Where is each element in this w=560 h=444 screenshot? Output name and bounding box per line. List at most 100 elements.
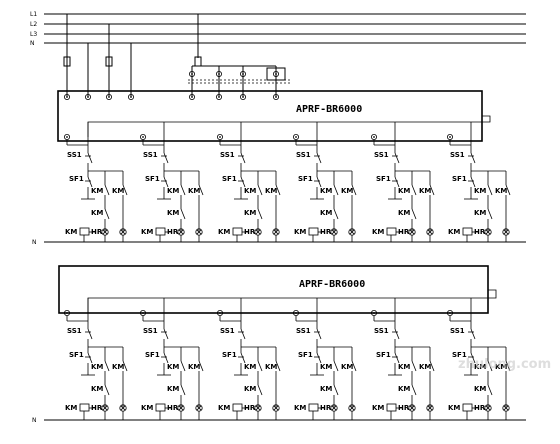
contact-label-3: KM	[398, 209, 410, 217]
contact-label-2: KM	[188, 187, 200, 195]
terminal-dot	[130, 96, 132, 98]
coil-label: KM	[372, 228, 384, 236]
terminal-dot	[373, 136, 375, 138]
contact-blade-1	[257, 184, 263, 196]
lamp-cross-b	[409, 229, 415, 235]
fuse-blade	[87, 176, 93, 188]
lamp-cross-b	[503, 229, 509, 235]
contact-blade-2	[429, 184, 435, 196]
contact-label-2: KM	[188, 363, 200, 371]
lamp-cross-b	[427, 405, 433, 411]
terminal-dot	[142, 312, 144, 314]
terminal-icon	[216, 309, 223, 316]
contact-blade-2	[505, 184, 511, 196]
terminal-dot	[66, 136, 68, 138]
fuse-blade	[470, 352, 476, 364]
fuse-blade	[240, 176, 246, 188]
switch-blade	[163, 152, 169, 164]
coil-icon	[308, 227, 319, 236]
neutral-label-lower: N	[32, 417, 37, 424]
lamp-cross-b	[102, 229, 108, 235]
terminal-icon	[64, 309, 71, 316]
coil-label: KM	[448, 228, 460, 236]
switch-blade	[87, 328, 93, 340]
lamp-label: HR	[474, 404, 486, 412]
contact-label-1: KM	[244, 363, 256, 371]
lamp-cross-b	[255, 405, 261, 411]
coil-icon	[79, 227, 90, 236]
lamp-cross-b	[503, 405, 509, 411]
fuse-label: SF1	[222, 175, 237, 183]
lamp-cross-b	[485, 405, 491, 411]
lamp-label: HR	[398, 228, 410, 236]
controller-box-upper	[57, 90, 483, 142]
terminal-dot	[275, 96, 277, 98]
lamp-cross-b	[120, 229, 126, 235]
coil-icon	[79, 403, 90, 412]
contact-label-2: KM	[265, 187, 277, 195]
contact-label-3: KM	[398, 385, 410, 393]
fuse-blade	[394, 176, 400, 188]
terminal-icon	[188, 94, 195, 101]
terminal-dot	[66, 96, 68, 98]
fuse-label: SF1	[222, 351, 237, 359]
coil-icon	[155, 403, 166, 412]
fuse-blade	[163, 176, 169, 188]
switch-blade	[316, 152, 322, 164]
fuse-label: SF1	[452, 175, 467, 183]
lamp-cross-b	[427, 229, 433, 235]
terminal-icon	[272, 71, 279, 78]
contact-blade-2	[198, 184, 204, 196]
lamp-icon	[408, 404, 416, 412]
contact-blade-3	[104, 208, 110, 220]
coil-icon	[462, 403, 473, 412]
terminal-dot	[218, 73, 220, 75]
lamp-icon	[348, 404, 356, 412]
contact-blade-1	[180, 184, 186, 196]
terminal-dot	[87, 96, 89, 98]
terminal-dot	[242, 96, 244, 98]
coil-label: KM	[218, 404, 230, 412]
fuse-label: SF1	[298, 351, 313, 359]
terminal-icon	[292, 133, 299, 140]
terminal-dot	[373, 312, 375, 314]
contact-blade-1	[333, 360, 339, 372]
lamp-cross-b	[178, 405, 184, 411]
contact-blade-1	[487, 360, 493, 372]
coil-label: KM	[141, 404, 153, 412]
switch-blade	[470, 152, 476, 164]
coil-icon	[386, 403, 397, 412]
contact-label-1: KM	[91, 363, 103, 371]
contact-blade-3	[487, 384, 493, 396]
lamp-cross-b	[349, 229, 355, 235]
terminal-dot	[191, 73, 193, 75]
contact-blade-3	[180, 208, 186, 220]
lamp-cross-b	[196, 229, 202, 235]
lamp-cross-b	[273, 229, 279, 235]
terminal-dot	[191, 96, 193, 98]
terminal-dot	[242, 73, 244, 75]
return-wire-lower	[87, 289, 497, 313]
contact-blade-1	[411, 184, 417, 196]
fuse-label: SF1	[145, 175, 160, 183]
lamp-cross-b	[331, 405, 337, 411]
terminal-dot	[218, 96, 220, 98]
lamp-label: HR	[320, 228, 332, 236]
terminal-icon	[139, 133, 146, 140]
controller-feeds	[63, 14, 290, 101]
lamp-cross-b	[349, 405, 355, 411]
lamp-label: HR	[320, 404, 332, 412]
bus-label-l1: L1	[30, 11, 37, 18]
lamp-cross-b	[409, 405, 415, 411]
terminal-icon	[370, 309, 377, 316]
fuse-blade	[394, 352, 400, 364]
contact-label-1: KM	[167, 363, 179, 371]
